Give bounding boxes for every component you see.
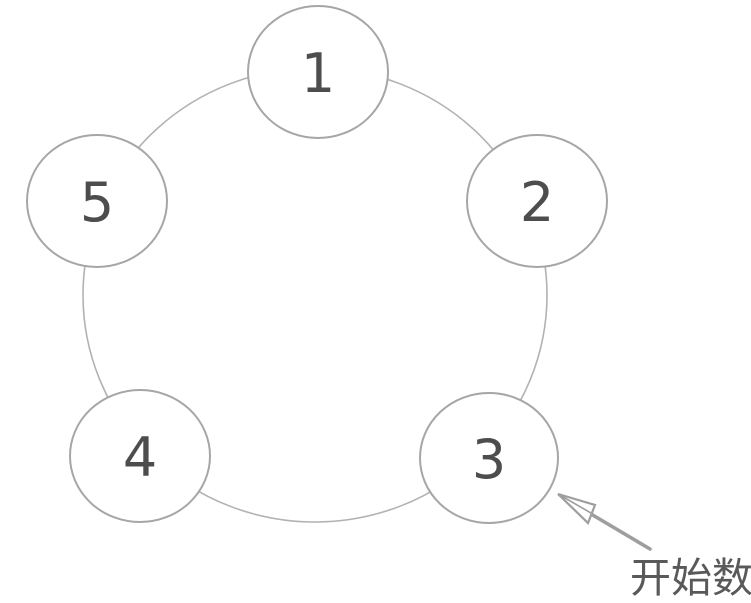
node-2-label: 2 [520, 171, 554, 234]
node-2: 2 [466, 134, 608, 268]
start-arrow-fold [557, 493, 592, 514]
start-arrow-shaft [589, 512, 652, 551]
node-3-circle [419, 392, 559, 524]
node-4: 4 [69, 389, 211, 523]
node-5-circle [26, 134, 168, 268]
start-arrow-head [557, 492, 597, 525]
node-1-circle [247, 5, 389, 139]
node-3: 3 [419, 392, 559, 524]
node-3-label: 3 [472, 428, 506, 491]
node-1-label: 1 [301, 42, 335, 105]
node-5: 5 [26, 134, 168, 268]
node-1: 1 [247, 5, 389, 139]
node-2-circle [466, 134, 608, 268]
annotation-start-label: 开始数 [630, 554, 751, 602]
node-4-label: 4 [123, 426, 157, 489]
start-arrow [557, 492, 652, 551]
node-4-circle [69, 389, 211, 523]
node-5-label: 5 [80, 171, 114, 234]
